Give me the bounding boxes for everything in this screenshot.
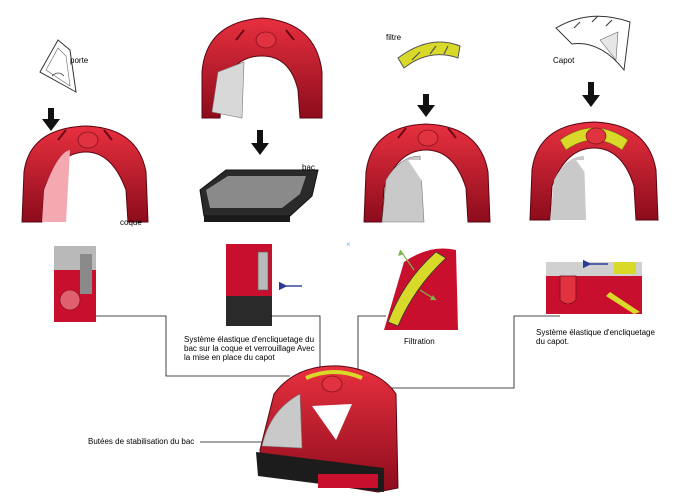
filtre-part <box>397 41 461 69</box>
label-porte: porte <box>70 56 89 65</box>
down-arrow-4 <box>582 82 600 107</box>
label-butees: Butées de stabilisation du bac <box>88 437 195 446</box>
label-filtration: Filtration <box>404 337 435 346</box>
detail-encliquetage-capot <box>546 259 642 314</box>
assembled-with-filtre <box>363 123 491 223</box>
assembled-with-capot <box>529 121 659 221</box>
final-assembly <box>256 365 399 493</box>
cross-mark-icon: × <box>346 240 351 249</box>
down-arrow-2 <box>251 130 269 155</box>
label-filtre: filtre <box>386 33 402 42</box>
down-arrow-1 <box>42 108 60 131</box>
detail-butees <box>54 246 96 322</box>
label-systeme-bac: Système élastique d'encliquetage du bac … <box>184 335 315 362</box>
detail-encliquetage-bac <box>226 244 302 326</box>
detail-filtration <box>384 248 458 330</box>
label-capot: Capot <box>553 56 575 65</box>
coque-part <box>21 125 149 223</box>
capot-part <box>555 15 631 72</box>
label-systeme-capot: Système élastique d'encliquetage du capo… <box>536 328 655 346</box>
porte-part <box>39 39 77 93</box>
coque-with-porte-part <box>201 17 323 119</box>
down-arrow-3 <box>417 94 435 117</box>
label-coque: coque <box>120 218 142 227</box>
bac-part <box>199 169 319 222</box>
label-bac: bac <box>302 163 315 172</box>
